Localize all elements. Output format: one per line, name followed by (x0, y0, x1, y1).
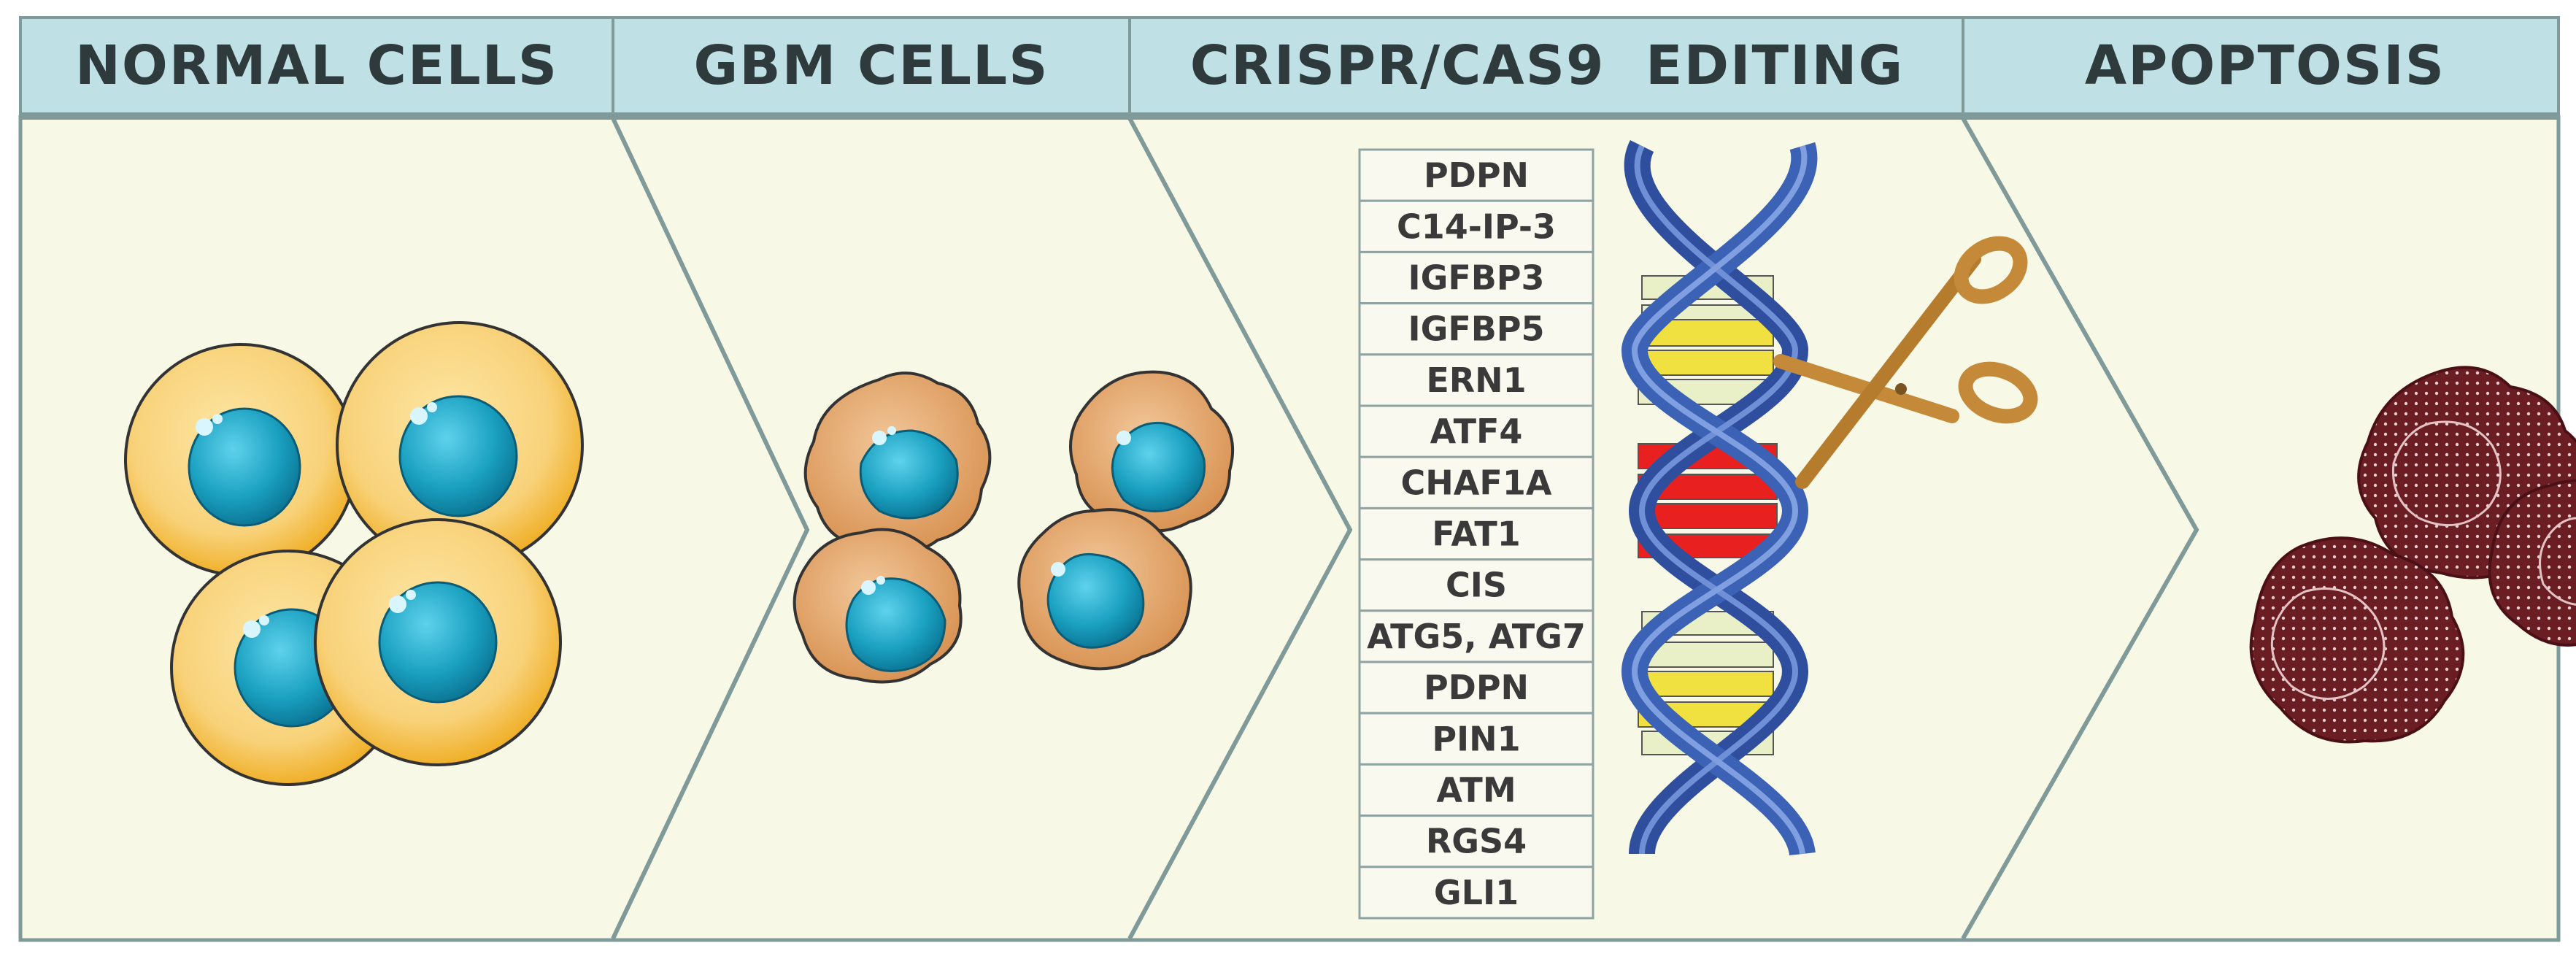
gene-row: RGS4 (1358, 814, 1594, 869)
apoptotic-cell (2249, 536, 2465, 744)
chevron-divider-2 (1127, 117, 1353, 940)
gene-label: IGFBP5 (1408, 309, 1544, 349)
chevron-divider-1 (611, 117, 810, 940)
gene-label: PIN1 (1432, 719, 1520, 758)
chevron-divider-3 (1961, 117, 2199, 940)
gene-row: CIS (1358, 558, 1594, 612)
gene-row: CHAF1A (1358, 455, 1594, 509)
gene-label: CHAF1A (1401, 463, 1552, 502)
gbm-cell (803, 371, 992, 555)
gbm-cell (793, 528, 963, 684)
gene-label: ATG5, ATG7 (1367, 617, 1586, 656)
gene-row: PDPN (1358, 148, 1594, 202)
gene-label: RGS4 (1426, 822, 1527, 861)
gene-label: IGFBP3 (1408, 258, 1544, 298)
apoptotic-cell (2488, 479, 2576, 647)
gene-label: FAT1 (1432, 515, 1521, 554)
gene-row: PIN1 (1358, 712, 1594, 766)
gene-label: ATF4 (1430, 412, 1523, 451)
normal-cell (124, 343, 358, 577)
header-normal-cells: NORMAL CELLS (75, 34, 558, 97)
gene-label: CIS (1446, 566, 1507, 605)
gbm-cell (1017, 508, 1192, 671)
apoptotic-cells-illustration (2249, 366, 2576, 744)
gene-row: GLI1 (1358, 866, 1594, 920)
normal-cell (314, 518, 562, 766)
gene-label: PDPN (1424, 155, 1529, 195)
gene-row: ERN1 (1358, 353, 1594, 407)
gene-row: IGFBP3 (1358, 250, 1594, 305)
gene-row: C14-IP-3 (1358, 199, 1594, 253)
gene-label: PDPN (1424, 668, 1529, 707)
gene-label: ATM (1436, 771, 1516, 810)
gene-row: FAT1 (1358, 507, 1594, 561)
gbm-cell (1069, 370, 1235, 533)
gene-row: ATM (1358, 763, 1594, 817)
gene-label: C14-IP-3 (1397, 207, 1556, 246)
header-band (19, 16, 2560, 115)
gene-label: ERN1 (1426, 361, 1526, 400)
gene-row: PDPN (1358, 660, 1594, 715)
gene-row: IGFBP5 (1358, 302, 1594, 356)
scissors-icon (1773, 236, 2038, 489)
gene-label: GLI1 (1434, 873, 1519, 912)
gene-row: ATF4 (1358, 404, 1594, 458)
header-crispr-editing: CRISPR/CAS9 EDITING (1190, 34, 1904, 97)
gene-row: ATG5, ATG7 (1358, 609, 1594, 663)
header-gbm-cells: GBM CELLS (693, 34, 1049, 97)
header-apoptosis: APOPTOSIS (2085, 34, 2445, 97)
dna-helix-icon (1621, 139, 1818, 857)
gbm-cells-illustration (793, 370, 1235, 684)
normal-cells-illustration (124, 321, 584, 786)
